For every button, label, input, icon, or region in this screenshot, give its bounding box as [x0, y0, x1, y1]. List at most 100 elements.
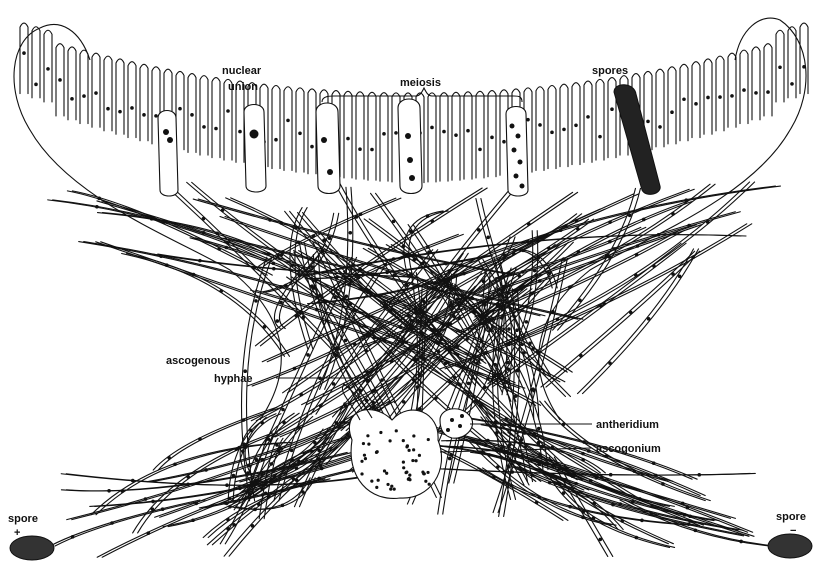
paraphysis: [380, 93, 388, 182]
ascogonium-nucleus: [402, 439, 405, 442]
nucleus: [598, 538, 602, 542]
nucleus: [581, 452, 585, 456]
nucleus: [562, 491, 566, 495]
nucleus: [358, 389, 362, 393]
nucleus: [320, 250, 324, 254]
nucleus: [507, 343, 511, 347]
nucleus: [481, 315, 485, 319]
nucleus: [151, 216, 155, 220]
nucleus: [413, 357, 417, 361]
nucleus: [454, 133, 458, 137]
nucleus: [194, 502, 198, 506]
nucleus: [608, 361, 612, 365]
nucleus: [268, 218, 272, 222]
nucleus: [551, 465, 555, 469]
nucleus: [301, 490, 305, 494]
nucleus: [688, 514, 692, 518]
nucleus: [475, 399, 479, 403]
nucleus: [202, 217, 206, 221]
nucleus: [335, 346, 339, 350]
nucleus: [742, 88, 746, 92]
nucleus: [608, 240, 612, 244]
paraphysis: [692, 62, 700, 138]
nucleus: [636, 244, 640, 248]
nucleus: [394, 131, 398, 135]
nucleus: [455, 297, 459, 301]
nucleus: [460, 445, 464, 449]
spore-minus-icon: [768, 534, 812, 558]
nucleus: [382, 132, 386, 136]
nucleus: [523, 431, 527, 435]
nucleus: [359, 212, 363, 216]
paraphysis: [308, 89, 316, 174]
ascus-fused: [244, 105, 266, 193]
nucleus: [493, 374, 497, 378]
paraphysis: [20, 23, 28, 94]
nucleus: [577, 250, 581, 254]
nucleus: [260, 473, 264, 477]
paraphysis: [488, 91, 496, 177]
nucleus: [238, 130, 242, 134]
nucleus: [646, 120, 650, 124]
nucleus: [442, 130, 446, 134]
nucleus: [284, 284, 288, 288]
nucleus: [586, 115, 590, 119]
nucleus: [537, 256, 541, 260]
nucleus: [446, 277, 450, 281]
nucleus: [290, 449, 294, 453]
nucleus: [452, 314, 456, 318]
nucleus: [652, 264, 656, 268]
nucleus: [633, 469, 637, 473]
nucleus: [537, 495, 541, 499]
nucleus: [293, 367, 297, 371]
nucleus: [612, 247, 616, 251]
nucleus: [462, 272, 466, 276]
nucleus: [505, 380, 509, 384]
nucleus: [253, 508, 257, 512]
nucleus: [374, 293, 378, 297]
nucleus: [237, 446, 241, 450]
nucleus: [507, 272, 511, 276]
nucleus: [292, 477, 296, 481]
nucleus: [365, 370, 369, 374]
nucleus: [608, 255, 612, 259]
ascus-meiosis-2: [398, 99, 422, 194]
nucleus: [421, 262, 425, 266]
nucleus: [498, 276, 502, 280]
paraphysis: [356, 92, 364, 179]
nucleus: [518, 462, 522, 466]
nucleus: [505, 290, 509, 294]
nucleus: [409, 319, 413, 323]
nucleus: [661, 482, 665, 486]
nucleus: [226, 241, 230, 245]
nucleus: [628, 213, 632, 217]
nucleus: [383, 263, 387, 267]
nucleus: [389, 308, 393, 312]
nucleus: [706, 96, 710, 100]
nucleus: [538, 453, 542, 457]
nucleus: [528, 341, 532, 345]
paraphysis: [104, 56, 112, 131]
nucleus: [106, 107, 110, 111]
nucleus: [228, 505, 232, 509]
ascogonium-nucleus: [390, 485, 393, 488]
nucleus: [457, 316, 461, 320]
nucleus: [602, 302, 606, 306]
nucleus: [438, 278, 442, 282]
nucleus: [190, 113, 194, 117]
nucleus: [538, 459, 542, 463]
nucleus: [372, 272, 376, 276]
nucleus: [730, 94, 734, 98]
nucleus: [575, 219, 579, 223]
nucleus: [520, 287, 524, 291]
nucleus: [291, 263, 295, 267]
nucleus: [754, 91, 758, 95]
nucleus: [383, 339, 387, 343]
paraphysis: [752, 47, 760, 120]
paraphysis: [296, 88, 304, 172]
nucleus: [34, 83, 38, 87]
nucleus: [312, 234, 316, 238]
nucleus: [297, 241, 301, 245]
nucleus: [536, 239, 540, 243]
nucleus: [342, 420, 346, 424]
